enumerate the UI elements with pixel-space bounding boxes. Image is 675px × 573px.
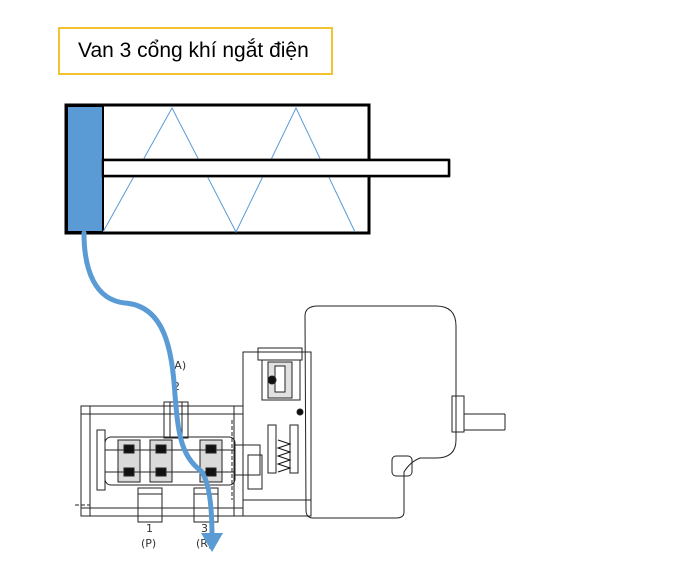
piston xyxy=(66,105,104,233)
coil-connector xyxy=(451,395,465,433)
cylinder xyxy=(64,103,451,235)
flow-arrowhead xyxy=(201,533,223,552)
port-p xyxy=(137,487,163,523)
port-r-number: 3 xyxy=(201,522,208,535)
exhaust-flow-arrow xyxy=(81,230,223,552)
solenoid-valve xyxy=(75,305,506,523)
port-p-number: 1 xyxy=(146,522,153,535)
port-r xyxy=(193,487,219,523)
return-spring xyxy=(102,106,356,234)
title-box: Van 3 cổng khí ngắt điện xyxy=(58,27,333,75)
diagram-title: Van 3 cổng khí ngắt điện xyxy=(78,39,309,62)
port-p-letter: (P) xyxy=(141,537,156,550)
coil-housing xyxy=(304,305,457,519)
coil-terminal xyxy=(391,455,413,477)
pilot-spring xyxy=(276,439,292,473)
pilot-section xyxy=(242,351,312,517)
